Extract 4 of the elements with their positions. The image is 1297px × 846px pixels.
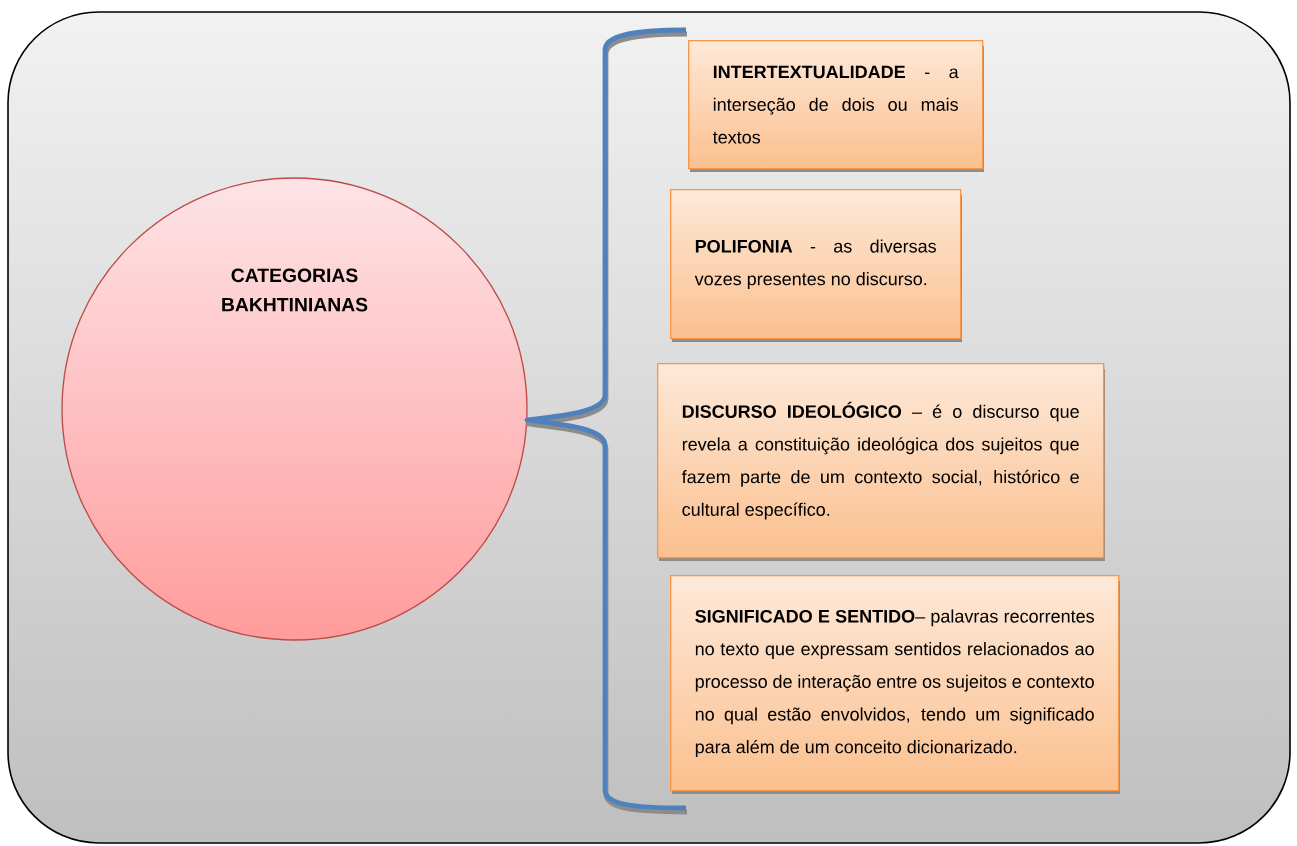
category-box: SIGNIFICADO E SENTIDO– palavras recorrentes no texto que expressam sentidos relacionados ao processo de interação entre os sujeitos e contexto no qual estão envolvidos, tendo um significado para além de um conceito dicionarizado. <box>670 575 1120 794</box>
category-box: INTERTEXTUALIDADE - a interseção de dois ou mais textos <box>688 40 984 172</box>
category-box: DISCURSO IDEOLÓGICO – é o discurso que revela a constituição ideológica dos sujeitos que fazem parte de um contexto social, histórico e cultural específico. <box>657 363 1105 561</box>
category-box: POLIFONIA - as diversas vozes presentes no discurso. <box>670 189 962 342</box>
